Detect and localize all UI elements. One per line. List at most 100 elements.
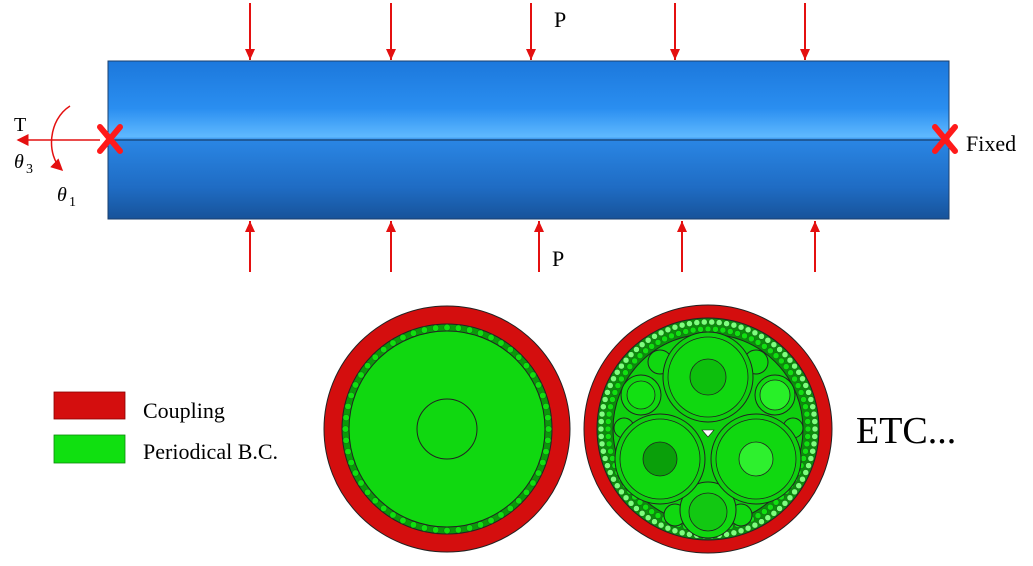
armour-wire [799, 475, 806, 483]
armour-wire [704, 325, 712, 333]
armour-wire [810, 410, 818, 418]
armour-wire [454, 526, 462, 534]
armour-wire [651, 333, 658, 340]
armour-wire [371, 353, 379, 361]
armour-wire [477, 329, 484, 337]
armour-wire [678, 529, 686, 537]
armour-wire [803, 410, 811, 418]
armour-wire [638, 341, 646, 348]
armour-wire [804, 418, 811, 425]
armour-wire [598, 433, 605, 440]
armour-wire [600, 448, 607, 455]
top-load-arrows [245, 3, 810, 60]
armour-wire [601, 455, 609, 462]
armour-wire [604, 425, 612, 433]
armour-wire [410, 521, 417, 529]
armour-wire [610, 375, 617, 383]
armour-wire [791, 488, 798, 496]
armour-wire [781, 500, 789, 507]
armour-wire [802, 382, 809, 389]
armour-wire [542, 402, 550, 410]
armour-wire [795, 482, 802, 489]
armour-wire [487, 517, 495, 524]
armour-wire [342, 414, 350, 422]
rotation-arrow-icon [50, 105, 71, 172]
armour-wire [795, 369, 802, 376]
armour-wire [651, 518, 658, 525]
right-fixed-mark-icon [932, 124, 958, 154]
armour-wire [697, 326, 704, 333]
armour-wire [751, 329, 759, 337]
armour-wire [794, 382, 802, 389]
armour-wire [804, 425, 812, 433]
armour-wire [723, 320, 730, 327]
armour-wire [342, 436, 350, 444]
cross-section-simple [323, 305, 571, 553]
armour-wire [344, 402, 352, 410]
armour-wire [443, 527, 451, 534]
armour-wire [767, 503, 774, 511]
armour-wire [352, 469, 359, 477]
armour-wire [748, 335, 755, 343]
armour-wire [805, 389, 812, 396]
armour-wire [671, 323, 679, 331]
armour-wire [805, 462, 812, 469]
armour-wire [371, 497, 379, 505]
etc-label: ETC... [856, 410, 956, 452]
armour-wire [754, 339, 762, 346]
armour-wire [712, 326, 719, 333]
armour-wire [399, 334, 407, 341]
armour-wire [787, 369, 794, 376]
armour-wire [389, 339, 397, 347]
armour-wire [741, 332, 748, 340]
armour-wire [544, 436, 552, 444]
armour-wire [600, 403, 607, 410]
armour-wire [644, 514, 652, 521]
bottom-load-arrows [245, 221, 820, 272]
armour-wire [515, 353, 523, 361]
armour-wire [535, 469, 542, 477]
armour-wire [607, 382, 614, 389]
armour-wire [758, 333, 765, 340]
armour-wire [605, 440, 613, 448]
armour-wire [804, 433, 811, 440]
armour-wire [671, 527, 679, 535]
armour-wire [654, 512, 662, 519]
armour-wire [737, 323, 745, 331]
armour-wire [802, 448, 809, 455]
armour-wire [432, 324, 440, 332]
legend: Coupling Periodical B.C. [53, 391, 278, 464]
armour-wire [657, 521, 665, 529]
armour-wire [631, 357, 638, 365]
armour-wire [744, 326, 752, 334]
armour-wire [686, 320, 693, 327]
armour-wire [342, 425, 349, 433]
armour-wire [715, 319, 723, 326]
armour-wire [605, 433, 612, 440]
armour-wire [497, 339, 505, 347]
torque-label: T [14, 114, 26, 136]
armour-wire [399, 517, 407, 524]
armour-wire [487, 334, 495, 341]
armour-wire [654, 339, 662, 346]
armour-wire [633, 346, 640, 353]
armour-wire [597, 425, 605, 433]
armour-wire [357, 479, 365, 487]
armour-wire [708, 318, 715, 326]
armour-wire [443, 324, 451, 331]
armour-wire [535, 381, 542, 389]
armour-wire [744, 524, 752, 532]
armour-wire [622, 494, 630, 502]
armour-wire [605, 418, 612, 425]
armour-wire [657, 329, 665, 337]
bottom-load-arrowhead-2 [386, 221, 396, 232]
armour-wire [607, 403, 614, 410]
armour-wire [497, 511, 505, 519]
armour-wire [642, 503, 649, 511]
armour-wire [420, 524, 428, 532]
armour-wire [682, 328, 689, 335]
armour-wire [734, 330, 741, 337]
armour-wire [633, 505, 640, 512]
armour-wire [719, 326, 727, 334]
armour-wire [800, 396, 807, 403]
